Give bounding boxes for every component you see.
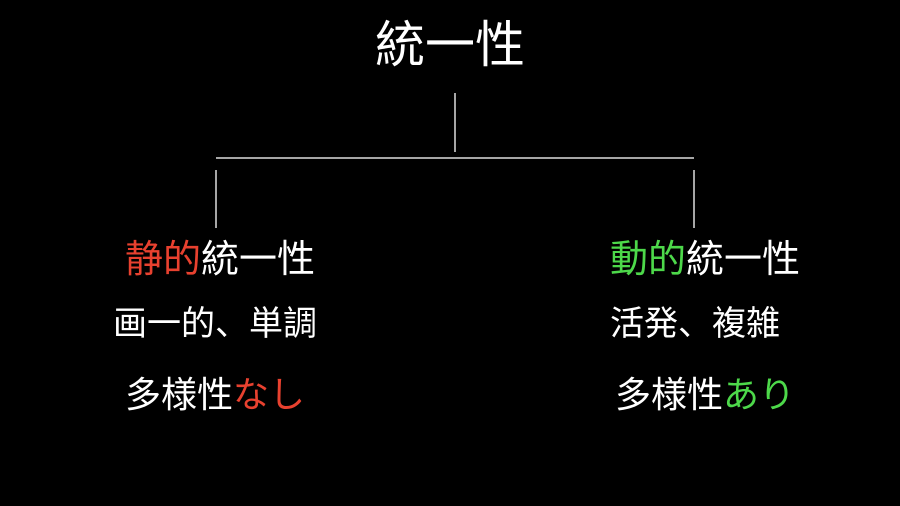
root-node: 統一性 (360, 20, 540, 70)
dynamic-description: 活発、複雑 (570, 307, 820, 341)
dynamic-title-accent: 動的 (609, 237, 686, 281)
dynamic-diversity: 多様性あり (585, 378, 825, 414)
static-description: 画一的、単調 (80, 307, 350, 341)
dynamic-title-rest: 統一性 (686, 237, 801, 281)
dynamic-unity-title: 動的統一性 (575, 240, 835, 278)
static-description-text: 画一的、単調 (113, 304, 317, 344)
dynamic-diversity-value: あり (723, 375, 796, 416)
dynamic-diversity-prefix: 多様性 (614, 375, 723, 416)
static-diversity-value: なし (233, 375, 306, 416)
static-diversity: 多様性なし (95, 378, 335, 414)
static-title-rest: 統一性 (201, 237, 316, 281)
dynamic-description-text: 活発、複雑 (610, 304, 780, 344)
static-title-accent: 静的 (124, 237, 201, 281)
static-unity-title: 静的統一性 (90, 240, 350, 278)
static-diversity-prefix: 多様性 (124, 375, 233, 416)
root-label: 統一性 (375, 16, 525, 74)
